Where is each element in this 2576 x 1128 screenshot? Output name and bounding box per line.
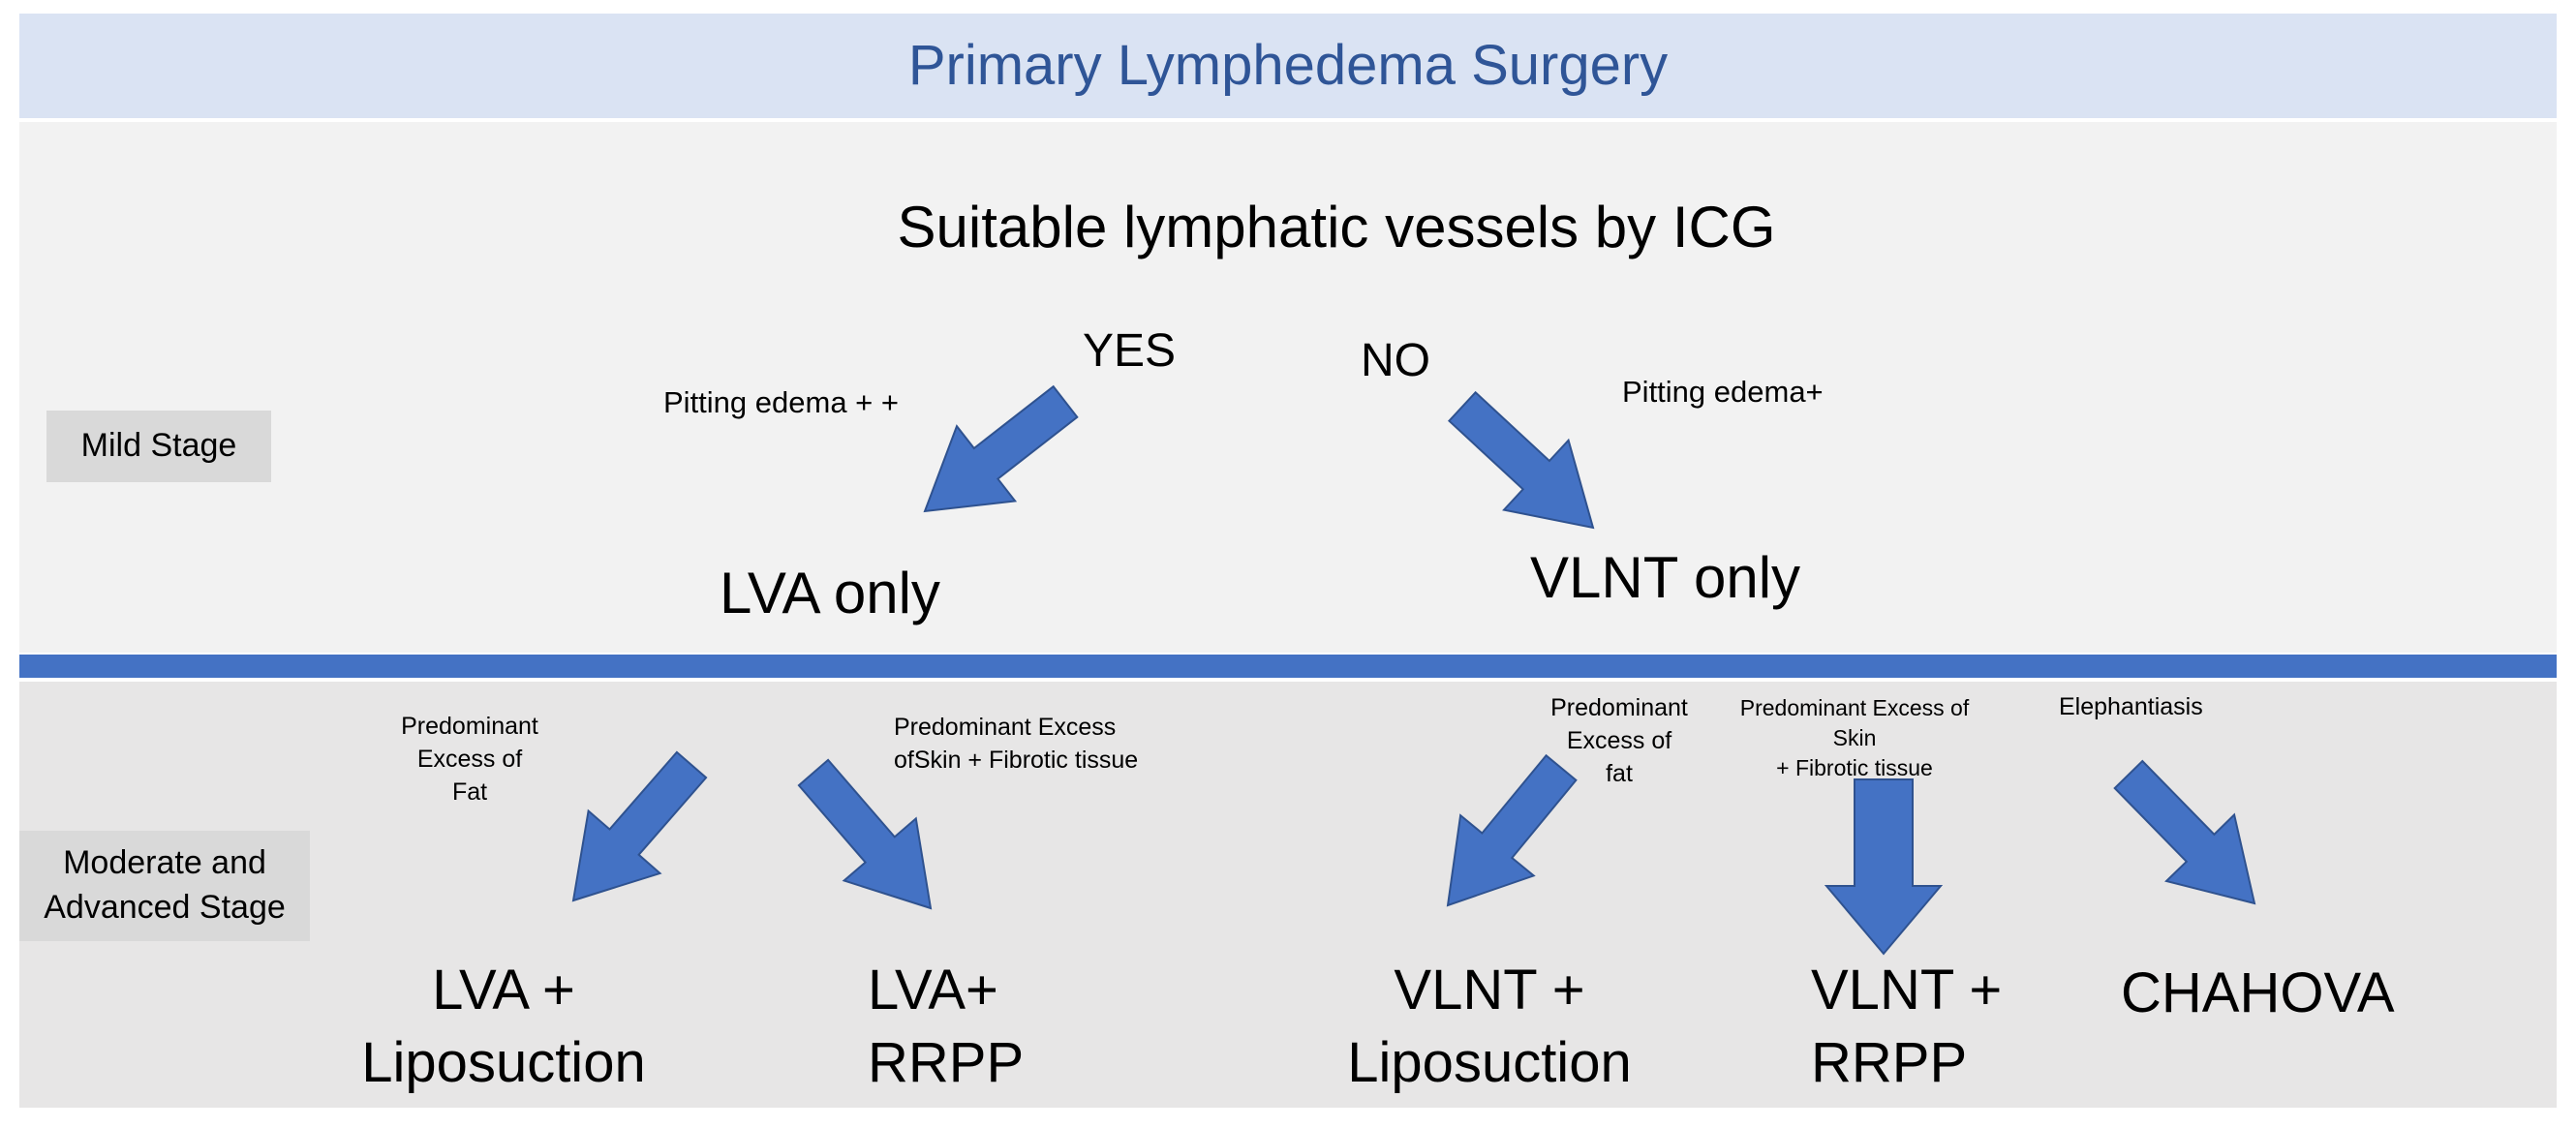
stage-divider	[19, 655, 2557, 678]
advanced-stage-panel	[19, 682, 2557, 1108]
fat-vlnt-arrow	[1446, 753, 1578, 907]
note-excess-skin-vlnt: Predominant Excess of Skin + Fibrotic ti…	[1739, 695, 1970, 781]
mild-stage-label: Mild Stage	[46, 411, 271, 482]
note-excess-fat-vlnt: Predominant Excess of fat	[1550, 694, 1688, 787]
result-lva-liposuction: LVA + Liposuction	[361, 959, 646, 1095]
note-elephantiasis: Elephantiasis	[2059, 693, 2203, 720]
result-vlnt-liposuction: VLNT + Liposuction	[1347, 959, 1632, 1095]
note-excess-fat-lva: Predominant Excess of Fat	[401, 713, 538, 806]
no-condition-note: Pitting edema+	[1622, 375, 1824, 409]
question-text: Suitable lymphatic vessels by ICG	[897, 195, 1776, 259]
yes-condition-note: Pitting edema + +	[663, 385, 899, 419]
skin-lva-arrow	[797, 758, 933, 910]
result-vlnt-rrpp: VLNT + RRPP	[1811, 959, 2003, 1095]
advanced-stage-label: Moderate and Advanced Stage	[19, 831, 310, 941]
yes-arrow	[923, 384, 1079, 513]
result-chahova: CHAHOVA	[2121, 961, 2395, 1024]
yes-label: YES	[1083, 325, 1177, 377]
note-excess-skin-lva: Predominant Excess ofSkin + Fibrotic tis…	[894, 714, 1139, 774]
result-lva-rrpp: LVA+ RRPP	[868, 959, 1025, 1095]
mild-stage-panel	[19, 122, 2557, 653]
lva-only-result: LVA only	[720, 561, 940, 625]
vlnt-only-result: VLNT only	[1530, 545, 1801, 610]
skin-vlnt-arrow	[1824, 778, 1944, 956]
diagram-title: Primary Lymphedema Surgery	[907, 34, 1669, 97]
fat-lva-arrow	[571, 750, 708, 902]
no-label: NO	[1361, 335, 1430, 386]
title-band	[19, 14, 2557, 118]
elephantiasis-arrow	[2113, 759, 2256, 905]
no-arrow	[1447, 390, 1595, 530]
